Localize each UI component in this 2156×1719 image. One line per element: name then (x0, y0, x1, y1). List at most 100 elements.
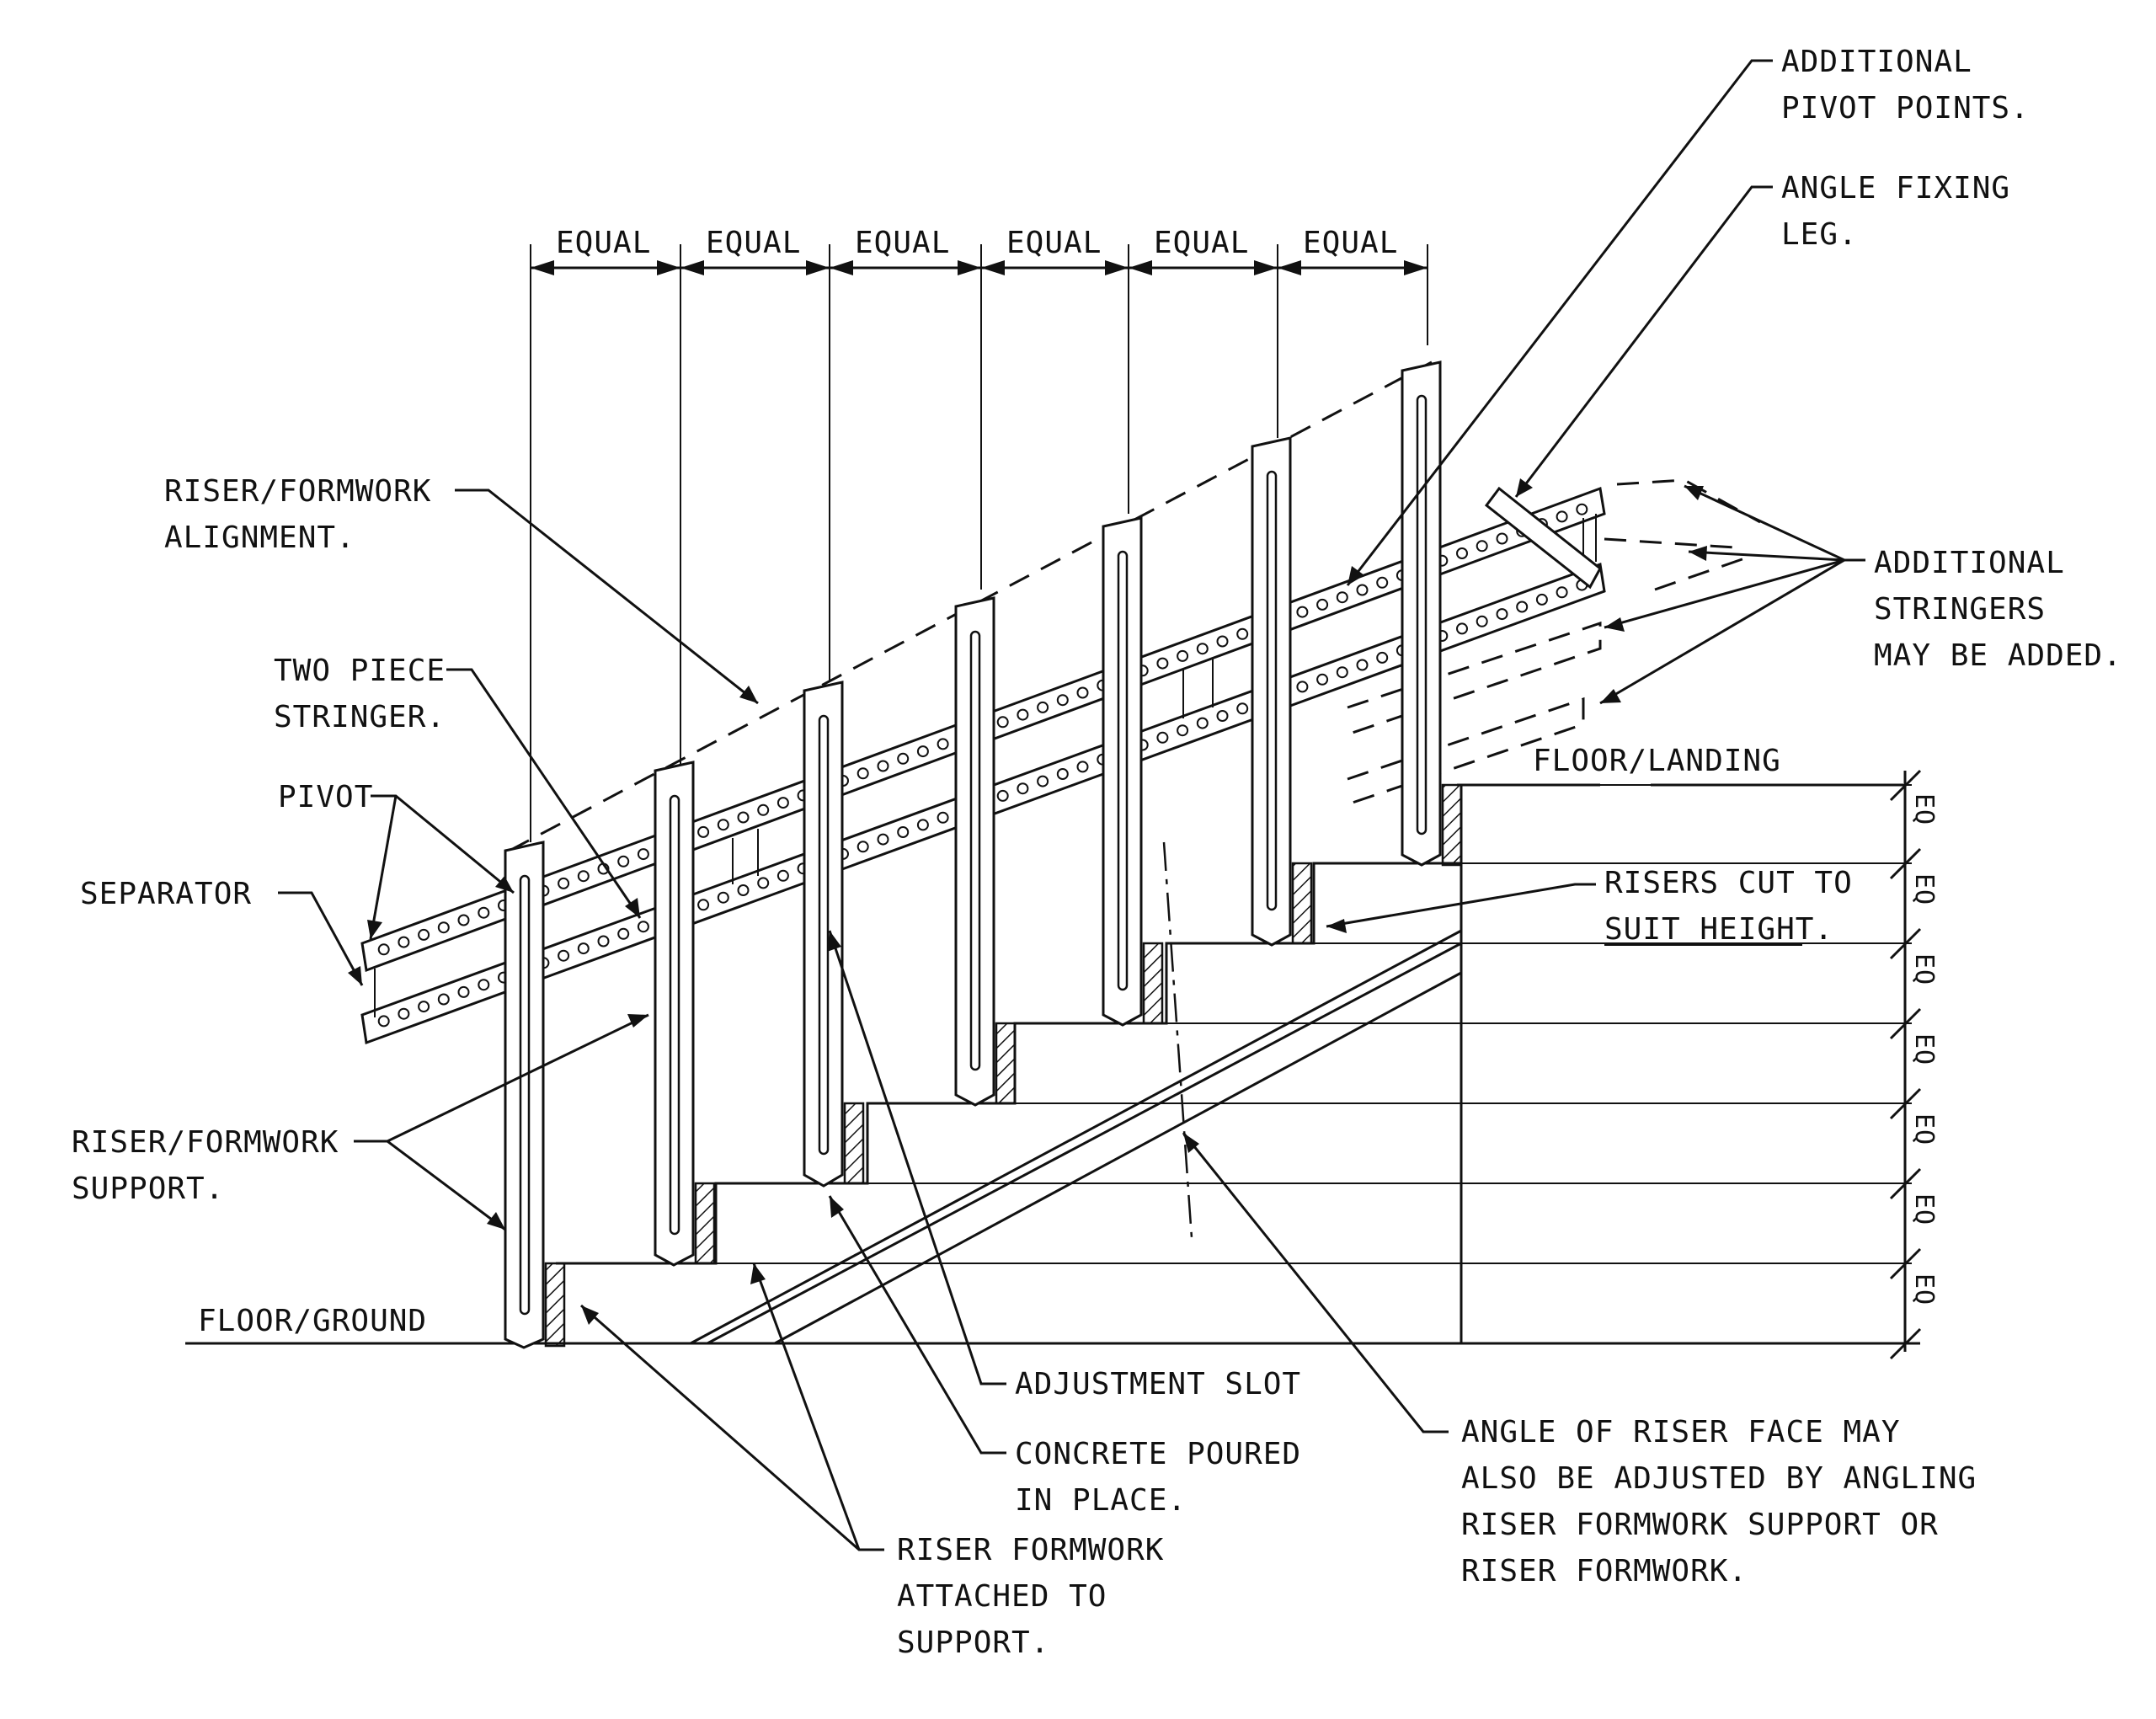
stringer-hole (757, 877, 770, 889)
stringer-hole (1156, 731, 1169, 744)
equal-label-3: EQUAL (855, 226, 950, 260)
stringer-hole (1236, 702, 1249, 715)
stringer-hole (457, 985, 470, 998)
riser-attached-line-3: SUPPORT. (897, 1626, 1049, 1660)
stringer-hole (737, 811, 750, 824)
stringer-hole (1156, 657, 1169, 670)
stringer-hole (437, 921, 450, 934)
riser-supports (504, 360, 1463, 1349)
riser-support-line-2: SUPPORT. (72, 1172, 224, 1206)
two-piece-stringer-line-1: TWO PIECE (274, 654, 446, 688)
stringer-hole (857, 767, 869, 780)
concrete-poured-line-1: CONCRETE POURED (1015, 1437, 1301, 1471)
equal-label-1: EQUAL (556, 226, 651, 260)
floor-landing-label: FLOOR/LANDING (1533, 744, 1781, 778)
stringer-hole (457, 914, 470, 926)
stringer-hole (1496, 532, 1508, 545)
stringer-hole (1336, 591, 1348, 604)
stringer-hole (1456, 547, 1468, 559)
additional-stringers-line-3: MAY BE ADDED. (1874, 638, 2122, 673)
stringer-hole (996, 789, 1009, 802)
equal-label-6: EQUAL (1303, 226, 1398, 260)
eq-tag-7: EQ (1909, 1273, 1939, 1305)
eq-tag-2: EQ (1909, 873, 1939, 905)
riser-support-5 (1102, 516, 1164, 1027)
stringer-hole (916, 819, 929, 831)
stringer-hole (877, 760, 889, 772)
stringer-hole (1576, 503, 1588, 515)
eq-tag-5: EQ (1909, 1113, 1939, 1145)
eq-tag-3: EQ (1909, 953, 1939, 985)
stringer-hole (757, 803, 770, 816)
concrete-poured-line-2: IN PLACE. (1015, 1483, 1187, 1518)
stringer-hole (1356, 584, 1369, 596)
stringer-hole (418, 1001, 430, 1013)
stringer-hole (377, 1015, 390, 1028)
adjustment-slot-label: ADJUSTMENT SLOT (1015, 1367, 1301, 1401)
diagram-labels: ADDITIONAL PIVOT POINTS. ANGLE FIXING LE… (72, 45, 2122, 1660)
stringer-hole (897, 752, 910, 765)
stringer-hole (1556, 586, 1568, 599)
stringer-hole (478, 979, 490, 991)
angle-riser-face-line-2: ALSO BE ADJUSTED BY ANGLING (1461, 1461, 1977, 1496)
pivot-label: PIVOT (278, 780, 373, 814)
dimension-extension-lines (530, 244, 1428, 842)
stringer-hole (877, 833, 889, 846)
stringer-hole (697, 899, 710, 911)
stringer-hole (1316, 598, 1329, 611)
stringer-hole (1017, 708, 1029, 721)
stringer-hole (1296, 606, 1309, 618)
stringer-hole (1376, 651, 1389, 664)
eq-tag-6: EQ (1909, 1193, 1939, 1225)
stringer-hole (1196, 643, 1209, 655)
stringer-hole (1177, 724, 1189, 737)
stringer-hole (1216, 635, 1229, 648)
stringer-hole (1037, 701, 1049, 713)
stringer-hole (637, 921, 649, 933)
stringer-hole (937, 738, 949, 750)
stringer-hole (398, 1007, 410, 1020)
stringer-hole (1076, 761, 1089, 773)
floor-ground-label: FLOOR/GROUND (198, 1304, 427, 1338)
riser-support-2 (654, 761, 716, 1267)
stringer-hole (617, 855, 630, 868)
angle-riser-face-line-3: RISER FORMWORK SUPPORT OR (1461, 1508, 1939, 1542)
equal-label-5: EQUAL (1154, 226, 1249, 260)
riser-support-7 (1401, 360, 1463, 867)
stringer-hole (1216, 710, 1229, 722)
stringer-hole (1376, 576, 1389, 589)
stringer-hole (637, 848, 649, 861)
stringer-hole (1056, 694, 1069, 707)
riser-attached-line-2: ATTACHED TO (897, 1579, 1107, 1614)
equal-dimension-line (531, 260, 1428, 275)
stringer-hole (1316, 673, 1329, 686)
stringer-hole (377, 943, 390, 956)
stringer-hole (916, 745, 929, 758)
riser-alignment-line-1: RISER/FORMWORK (164, 474, 431, 509)
stringer-hole (717, 819, 729, 831)
stringer-hole (1017, 782, 1029, 795)
stringer-hole (1496, 608, 1508, 621)
stringer-hole (776, 797, 789, 809)
additional-pivot-line-2: PIVOT POINTS. (1781, 91, 2030, 125)
angle-fixing-leg-line-1: ANGLE FIXING (1781, 171, 2010, 206)
stringer-hole (418, 928, 430, 941)
riser-alignment-line-2: ALIGNMENT. (164, 521, 355, 555)
eq-tag-4: EQ (1909, 1033, 1939, 1065)
eq-tag-1: EQ (1909, 793, 1939, 825)
additional-pivot-line-1: ADDITIONAL (1781, 45, 1972, 79)
stringer-hole (1037, 775, 1049, 787)
stringer-hole (857, 841, 869, 853)
riser-support-6 (1251, 436, 1313, 947)
stringer-hole (697, 825, 710, 838)
stringer-hole (1476, 540, 1488, 553)
stringer-hole (937, 811, 949, 824)
stair-geometry (185, 244, 1922, 1360)
riser-support-3 (803, 681, 865, 1188)
floor-landing-outline (1457, 783, 1903, 1343)
stringer-hole (897, 826, 910, 838)
stringer-hole (577, 870, 590, 883)
stringer-hole (398, 936, 410, 948)
stringer-hole (1296, 681, 1309, 693)
stringer-hole (1336, 666, 1348, 679)
